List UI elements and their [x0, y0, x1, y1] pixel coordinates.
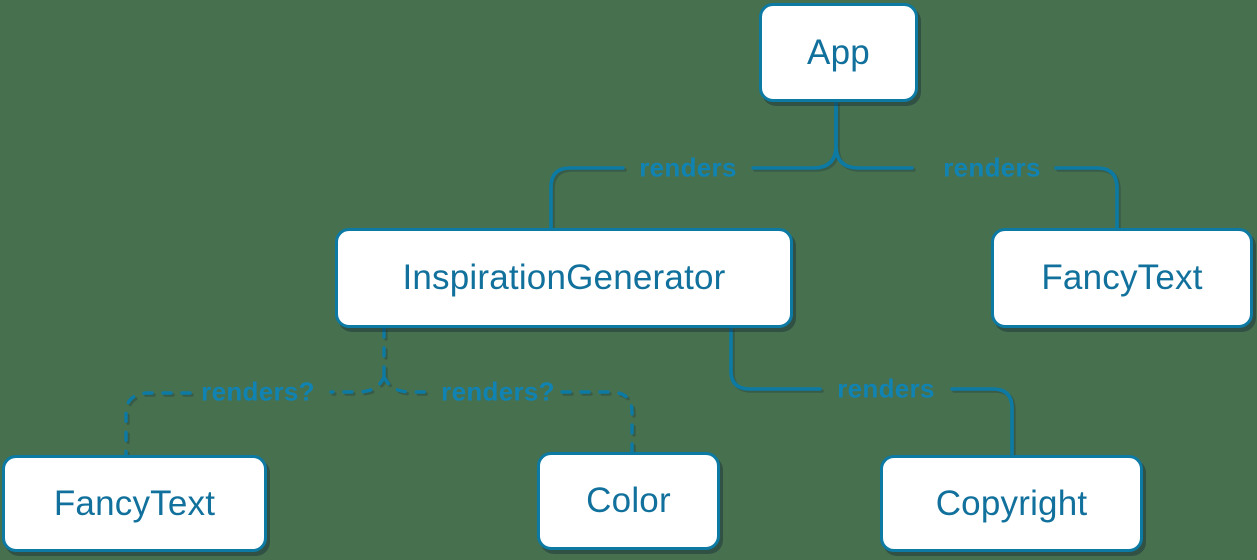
- edge-inspirationgenerator-to-fancytext-dashed-right: [329, 375, 386, 394]
- edge-label-renders-app-inspirationgenerator: renders: [639, 152, 737, 183]
- node-copyright: Copyright: [880, 455, 1143, 552]
- edge-inspirationgenerator-to-copyright-left: [729, 327, 822, 391]
- node-fancy-text-bottom-label: FancyText: [53, 483, 216, 523]
- edge-label-renders-question-inspirationgenerator-color: renders?: [441, 376, 555, 407]
- node-app-label: App: [807, 32, 870, 72]
- edge-label-renders-app-fancytext: renders: [943, 152, 1041, 183]
- edge-inspirationgenerator-to-color-dashed-right: [560, 390, 634, 454]
- node-color-label: Color: [586, 481, 671, 520]
- edge-label-renders-question-inspirationgenerator-fancytext: renders?: [201, 376, 315, 407]
- edge-app-to-inspirationgenerator-right: [751, 101, 838, 170]
- node-inspiration-generator-label: InspirationGenerator: [402, 258, 726, 297]
- node-color: Color: [537, 452, 720, 550]
- node-fancy-text-top-label: FancyText: [1041, 258, 1203, 297]
- edge-inspirationgenerator-to-fancytext-dashed-left: [124, 391, 192, 457]
- node-fancy-text-top: FancyText: [991, 228, 1253, 328]
- edge-app-to-inspirationgenerator-left: [549, 166, 625, 231]
- edge-inspirationgenerator-to-color-dashed-left: [382, 375, 436, 394]
- edge-inspirationgenerator-to-copyright-right: [950, 387, 1014, 458]
- node-app: App: [759, 3, 918, 102]
- edge-app-to-fancytext-right: [1054, 166, 1119, 231]
- node-inspiration-generator: InspirationGenerator: [335, 228, 793, 328]
- node-copyright-label: Copyright: [935, 483, 1088, 523]
- node-fancy-text-bottom: FancyText: [2, 455, 267, 552]
- edge-label-renders-inspirationgenerator-copyright: renders: [837, 373, 935, 404]
- edge-app-to-fancytext-left: [834, 101, 914, 170]
